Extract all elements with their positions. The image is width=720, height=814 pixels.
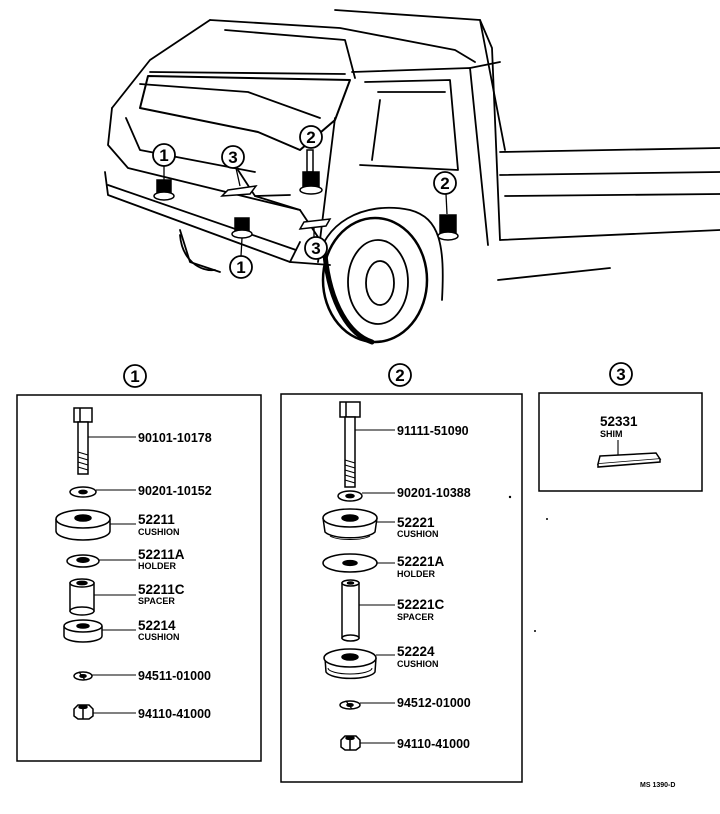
part-desc: SPACER bbox=[138, 596, 175, 606]
part-desc: SPACER bbox=[397, 612, 434, 622]
part-label: 52221A bbox=[397, 554, 445, 569]
group-2-box bbox=[280, 393, 523, 783]
part-label: 52211 bbox=[138, 512, 175, 527]
bolt-icon bbox=[339, 401, 361, 488]
part-desc: CUSHION bbox=[138, 527, 180, 537]
cushion-small-icon bbox=[63, 619, 103, 643]
svg-text:1: 1 bbox=[159, 146, 168, 165]
nut-icon bbox=[73, 704, 94, 720]
part-label: 90201-10152 bbox=[138, 484, 212, 498]
group-3: 3 52331 SHIM bbox=[538, 362, 703, 492]
lock-washer-icon bbox=[73, 671, 93, 681]
part-desc: HOLDER bbox=[397, 569, 436, 579]
cushion-icon bbox=[55, 509, 111, 541]
drawing-code: MS 1390-D bbox=[640, 782, 675, 789]
part-label: 94110-41000 bbox=[138, 707, 211, 721]
mount-markers bbox=[153, 149, 459, 241]
group-2: 2 bbox=[280, 363, 523, 783]
svg-text:1: 1 bbox=[236, 258, 245, 277]
part-label: 90201-10388 bbox=[397, 486, 471, 500]
spacer-icon bbox=[69, 578, 95, 616]
part-desc: CUSHION bbox=[397, 659, 439, 669]
spacer-icon bbox=[341, 579, 360, 642]
holder-icon bbox=[66, 554, 100, 568]
svg-text:3: 3 bbox=[311, 239, 320, 258]
group-2-number: 2 bbox=[395, 366, 404, 385]
truck-illustration bbox=[104, 9, 720, 345]
part-label: 52211A bbox=[138, 547, 185, 562]
part-label: 52211C bbox=[138, 582, 185, 597]
callout-3-cab: 3 bbox=[304, 228, 328, 260]
svg-text:2: 2 bbox=[306, 128, 315, 147]
part-label: 52221 bbox=[397, 515, 435, 530]
cushion-icon bbox=[323, 648, 377, 680]
svg-text:2: 2 bbox=[440, 174, 449, 193]
part-label: 52224 bbox=[397, 644, 435, 659]
part-label: 94110-41000 bbox=[397, 737, 470, 751]
part-desc: HOLDER bbox=[138, 561, 177, 571]
truck-callouts: 1 3 2 3 1 2 bbox=[152, 125, 457, 279]
group-3-number: 3 bbox=[616, 365, 625, 384]
cushion-icon bbox=[322, 508, 378, 540]
part-desc: CUSHION bbox=[397, 529, 439, 539]
callout-1-left: 1 bbox=[152, 143, 176, 180]
part-label: 52214 bbox=[138, 618, 176, 633]
group-3-box bbox=[538, 392, 703, 492]
group-1-number: 1 bbox=[130, 367, 139, 386]
part-label: 52331 bbox=[600, 414, 638, 429]
callout-3-front: 3 bbox=[221, 145, 245, 187]
part-label: 52221C bbox=[397, 597, 445, 612]
callout-2-cab: 2 bbox=[299, 125, 323, 149]
group-1: 1 bbox=[16, 364, 262, 762]
callout-2-rear: 2 bbox=[433, 171, 457, 215]
holder-icon bbox=[322, 553, 378, 573]
part-desc: CUSHION bbox=[138, 632, 180, 642]
svg-text:3: 3 bbox=[228, 148, 237, 167]
washer-icon bbox=[69, 486, 97, 498]
part-label: 91111-51090 bbox=[397, 424, 469, 438]
washer-icon bbox=[337, 490, 363, 502]
shim-icon bbox=[597, 452, 662, 468]
lock-washer-icon bbox=[339, 700, 361, 710]
part-label: 94512-01000 bbox=[397, 696, 471, 710]
group-1-box bbox=[16, 394, 262, 762]
part-desc: SHIM bbox=[600, 429, 623, 439]
part-label: 90101-10178 bbox=[138, 431, 212, 445]
bolt-icon bbox=[73, 407, 93, 475]
nut-icon bbox=[340, 735, 361, 751]
part-label: 94511-01000 bbox=[138, 669, 211, 683]
callout-1-center: 1 bbox=[229, 237, 253, 279]
